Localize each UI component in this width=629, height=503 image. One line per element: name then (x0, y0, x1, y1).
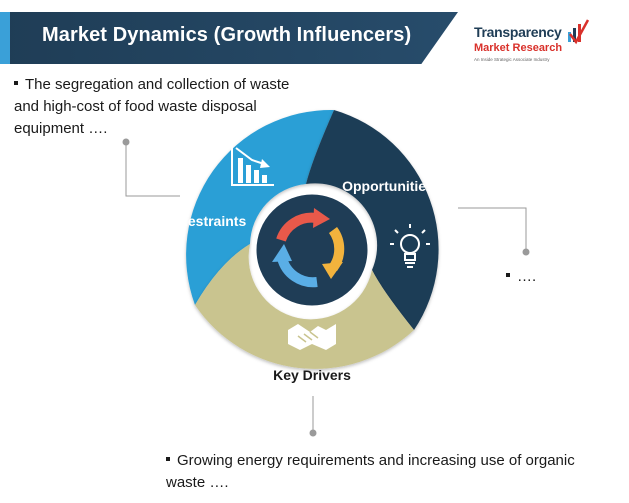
opportunities-note: …. (506, 266, 586, 288)
bullet-marker (14, 81, 18, 85)
connector-opportunities (458, 207, 530, 256)
restraints-label: Restraints (178, 213, 247, 229)
bullet-marker (166, 457, 170, 461)
drivers-note: Growing energy requirements and increasi… (166, 450, 606, 494)
logo-line-3: An Inside Strategic Associate Industry (474, 57, 550, 62)
restraints-segment (186, 109, 334, 305)
handshake-icon (288, 324, 336, 350)
header-bar (0, 12, 458, 64)
opportunities-segment (306, 110, 439, 330)
drivers-note-text: Growing energy requirements and increasi… (166, 452, 575, 491)
declining-bar-chart-icon (231, 145, 274, 186)
cycle-arrows-icon (272, 208, 345, 288)
lightbulb-icon (390, 224, 430, 268)
logo-line-1: Transparency (474, 24, 562, 40)
connector-drivers (309, 396, 317, 437)
company-logo: Transparency Market Research An Inside S… (474, 18, 624, 68)
opportunities-label: Opportunities (342, 178, 434, 194)
key-drivers-label: Key Drivers (273, 367, 351, 383)
logo-line-2: Market Research (474, 42, 563, 54)
header-accent (0, 12, 10, 64)
bullet-marker (506, 273, 510, 277)
center-ring (251, 189, 373, 311)
page-title: Market Dynamics (Growth Influencers) (42, 24, 412, 46)
key-drivers-segment (195, 244, 414, 369)
logo-check-icon (568, 19, 590, 45)
connector-restraints (122, 138, 180, 197)
opportunities-note-text: …. (517, 268, 537, 285)
restraints-note-text: The segregation and collection of waste … (14, 76, 290, 137)
restraints-note: The segregation and collection of waste … (14, 74, 314, 140)
